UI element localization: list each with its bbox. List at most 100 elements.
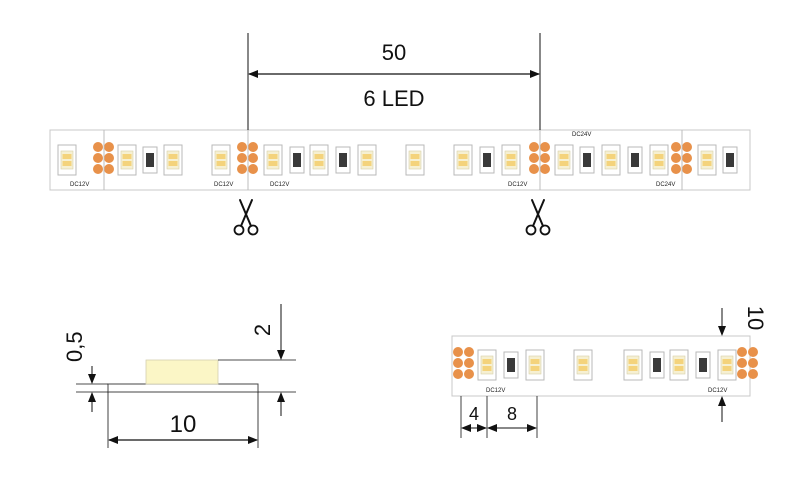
solder-pad <box>748 358 758 368</box>
solder-pad <box>93 164 103 174</box>
led-body <box>360 150 374 170</box>
led-phosphor <box>122 161 132 166</box>
led-phosphor <box>578 366 588 371</box>
spacing-label: 8 <box>507 404 517 424</box>
solder-pad <box>464 358 474 368</box>
led-phosphor <box>168 161 178 166</box>
led-phosphor <box>168 154 178 159</box>
led-chip <box>669 349 689 381</box>
led-body <box>456 150 470 170</box>
led-body <box>626 355 640 375</box>
solder-pad <box>682 153 692 163</box>
resistor <box>722 146 738 174</box>
led-body <box>214 150 228 170</box>
led-phosphor <box>702 161 712 166</box>
led-body <box>480 355 494 375</box>
solder-pad <box>529 164 539 174</box>
cut-lines <box>103 130 683 190</box>
solder-pad <box>682 164 692 174</box>
led-phosphor <box>314 161 324 166</box>
led-phosphor <box>674 359 684 364</box>
led-body <box>266 150 280 170</box>
resistor-body <box>726 153 734 167</box>
led-phosphor <box>628 359 638 364</box>
led-phosphor <box>482 359 492 364</box>
led-body <box>672 355 686 375</box>
led-chip <box>601 144 621 176</box>
solder-pad <box>529 142 539 152</box>
led-phosphor <box>458 161 468 166</box>
pcb-marking: DC12V <box>508 182 527 188</box>
pcb-marking: DC24V <box>656 182 675 188</box>
solder-pad <box>737 358 747 368</box>
led-phosphor <box>216 161 226 166</box>
solder-pad <box>671 164 681 174</box>
led-phosphor <box>216 154 226 159</box>
led-body <box>652 150 666 170</box>
solder-pad <box>748 347 758 357</box>
led-phosphor <box>654 154 664 159</box>
led-phosphor <box>362 161 372 166</box>
solder-pad <box>737 369 747 379</box>
resistor-body <box>699 358 707 372</box>
led-phosphor <box>458 154 468 159</box>
led-phosphor <box>62 154 72 159</box>
resistor <box>579 146 595 174</box>
led-phosphor <box>702 154 712 159</box>
solder-pad <box>540 142 550 152</box>
solder-pad <box>453 369 463 379</box>
led-phosphor <box>530 359 540 364</box>
pcb-marking: DC12V <box>214 182 233 188</box>
led-phosphor <box>674 366 684 371</box>
pcb-marking: DC12V <box>708 388 727 394</box>
led-chip <box>717 349 737 381</box>
pcb-thickness-label: 0,5 <box>62 331 87 362</box>
led-phosphor <box>268 154 278 159</box>
solder-pad <box>248 142 258 152</box>
solder-pad <box>248 164 258 174</box>
resistor-body <box>146 153 154 167</box>
resistor-body <box>293 153 301 167</box>
led-phosphor <box>410 154 420 159</box>
led-chip <box>623 349 643 381</box>
led-phosphor <box>506 154 516 159</box>
led-phosphor <box>314 154 324 159</box>
solder-pad <box>104 164 114 174</box>
led-phosphor <box>606 154 616 159</box>
solder-pads <box>529 142 550 174</box>
resistor <box>335 146 351 174</box>
led-chip <box>405 144 425 176</box>
led-phosphor <box>530 366 540 371</box>
led-body <box>700 150 714 170</box>
detail-width-label: 10 <box>743 306 768 330</box>
led-chip <box>357 144 377 176</box>
led-body <box>604 150 618 170</box>
solder-pad <box>237 153 247 163</box>
led-phosphor <box>722 359 732 364</box>
led-body <box>60 150 74 170</box>
led-chip <box>697 144 717 176</box>
resistor <box>479 146 495 174</box>
led-body <box>576 355 590 375</box>
pcb-marking: DC24V <box>572 132 591 138</box>
solder-pad <box>540 164 550 174</box>
led-chip <box>57 144 77 176</box>
led-phosphor <box>606 161 616 166</box>
led-phosphor <box>559 161 569 166</box>
pcb-marking: DC12V <box>270 182 289 188</box>
led-body <box>557 150 571 170</box>
resistor-body <box>339 153 347 167</box>
pitch-dimension: 50 6 LED <box>247 33 541 130</box>
led-chip <box>211 144 231 176</box>
led-phosphor <box>268 161 278 166</box>
scissors-icon <box>525 199 551 236</box>
solder-pad <box>237 142 247 152</box>
led-phosphor <box>722 366 732 371</box>
led-body <box>166 150 180 170</box>
solder-pad <box>464 347 474 357</box>
led-chip <box>117 144 137 176</box>
